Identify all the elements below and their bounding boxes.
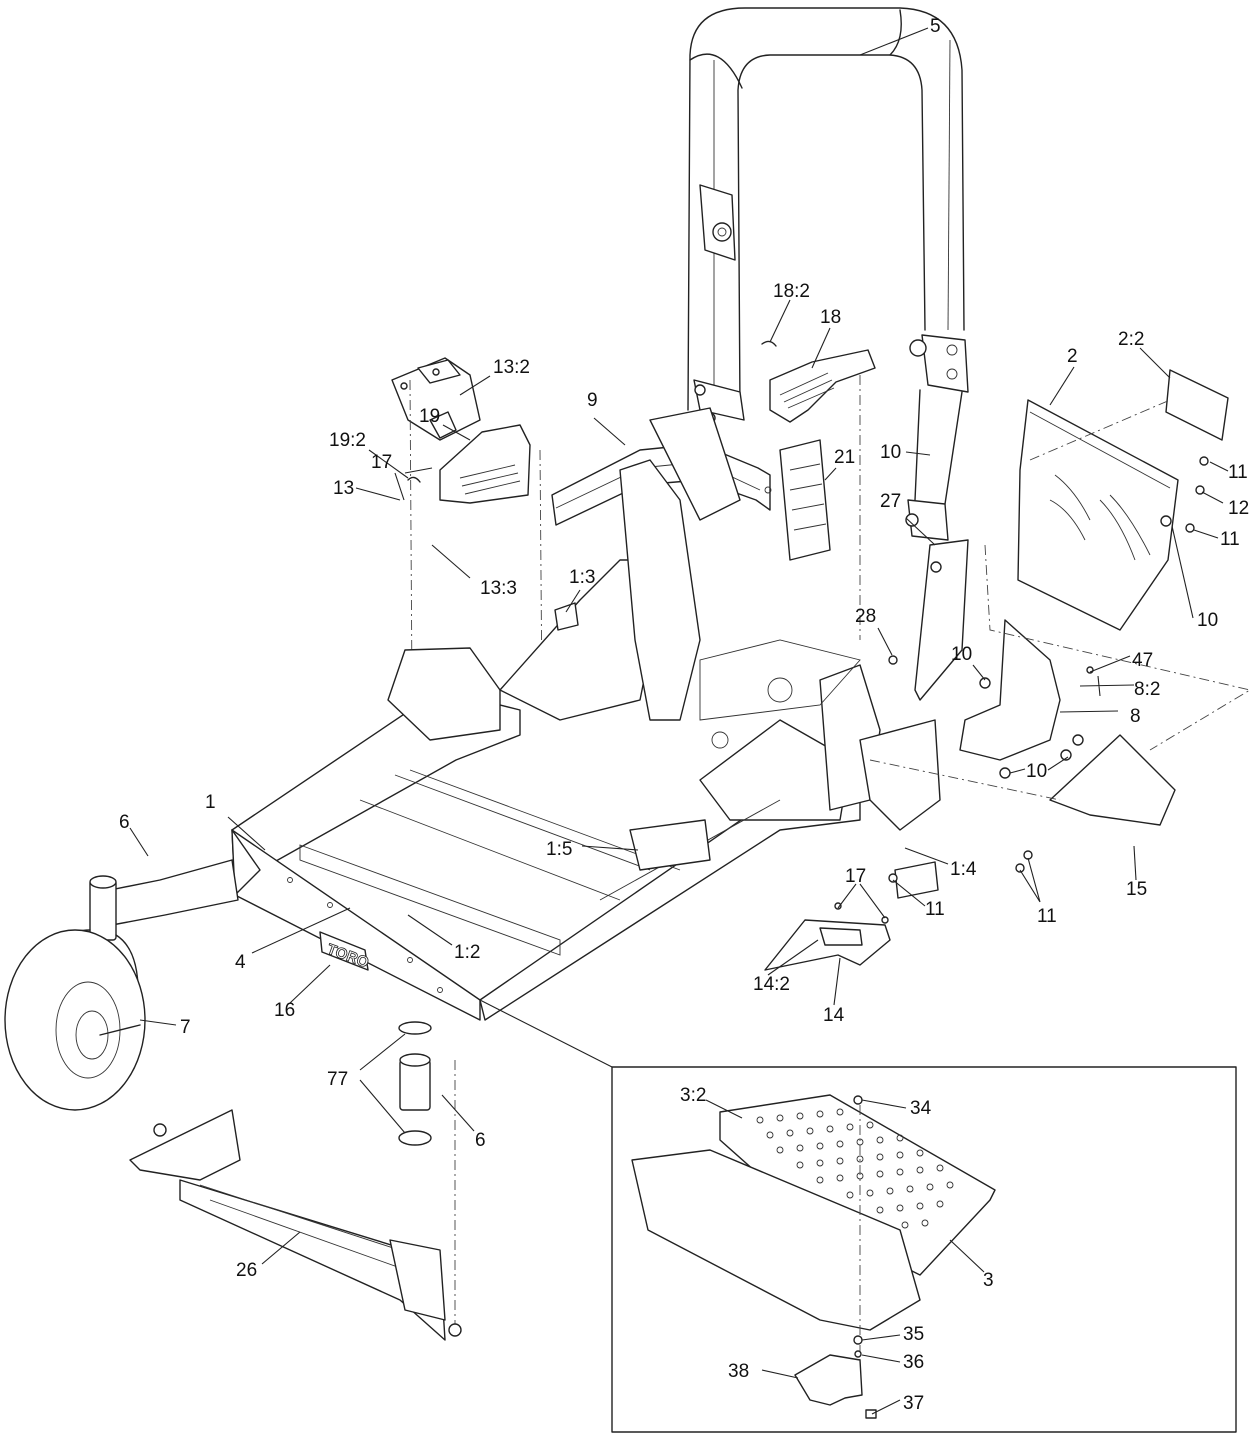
callout-8: 8 bbox=[1130, 706, 1141, 727]
callout-17-bottom: 17 bbox=[845, 866, 866, 887]
callout-26: 26 bbox=[236, 1260, 257, 1281]
callout-labels: 5 18:2 18 2 2:2 19 19:2 9 17 13:2 13 13:… bbox=[119, 16, 1249, 1414]
callout-9: 9 bbox=[587, 390, 598, 411]
bracket-13 bbox=[391, 357, 481, 691]
caster-assembly bbox=[4, 859, 456, 1330]
callout-8-2: 8:2 bbox=[1134, 679, 1160, 700]
callout-18: 18 bbox=[820, 307, 841, 328]
callout-10-c: 10 bbox=[1197, 610, 1218, 631]
callout-1-3: 1:3 bbox=[569, 567, 595, 588]
callout-13-3: 13:3 bbox=[480, 578, 517, 599]
callout-1-4: 1:4 bbox=[950, 859, 977, 880]
floor-plate-14 bbox=[764, 902, 891, 971]
detail-inset bbox=[479, 999, 1237, 1433]
side-panel-2 bbox=[1017, 369, 1229, 631]
callout-28: 28 bbox=[855, 606, 876, 627]
callout-11-d: 11 bbox=[1037, 906, 1057, 927]
callout-6-b: 6 bbox=[475, 1130, 486, 1151]
callout-15: 15 bbox=[1126, 879, 1147, 900]
callout-19: 19 bbox=[419, 406, 440, 427]
callout-11-c: 11 bbox=[925, 899, 945, 920]
callout-14-2: 14:2 bbox=[753, 974, 790, 995]
callout-21: 21 bbox=[834, 447, 855, 468]
callout-35: 35 bbox=[903, 1324, 924, 1345]
callout-34: 34 bbox=[910, 1098, 932, 1119]
callout-14: 14 bbox=[823, 1005, 845, 1026]
callout-36: 36 bbox=[903, 1352, 924, 1373]
callout-13-2: 13:2 bbox=[493, 357, 530, 378]
callout-19-2: 19:2 bbox=[329, 430, 366, 451]
callout-10-a: 10 bbox=[880, 442, 901, 463]
side-panel-18 bbox=[761, 340, 876, 640]
callout-11-a: 11 bbox=[1228, 462, 1248, 483]
callout-47: 47 bbox=[1132, 650, 1153, 671]
callout-1-5: 1:5 bbox=[546, 839, 572, 860]
callout-3-2: 3:2 bbox=[680, 1085, 706, 1106]
callout-5: 5 bbox=[930, 16, 941, 37]
side-panel-19 bbox=[407, 424, 543, 701]
callout-11-b: 11 bbox=[1220, 529, 1240, 550]
callout-7: 7 bbox=[180, 1017, 191, 1038]
callout-4: 4 bbox=[235, 952, 246, 973]
callout-12: 12 bbox=[1228, 498, 1249, 519]
callout-10-b: 10 bbox=[951, 644, 972, 665]
callout-18-2: 18:2 bbox=[773, 281, 810, 302]
callout-3: 3 bbox=[983, 1270, 994, 1291]
roll-bar bbox=[687, 7, 969, 541]
callout-1-2: 1:2 bbox=[454, 942, 480, 963]
callout-2-2: 2:2 bbox=[1118, 329, 1144, 350]
main-frame bbox=[231, 407, 941, 1021]
callout-37: 37 bbox=[903, 1393, 924, 1414]
callout-6-a: 6 bbox=[119, 812, 130, 833]
callout-16: 16 bbox=[274, 1000, 295, 1021]
callout-77: 77 bbox=[327, 1069, 348, 1090]
callout-10-d: 10 bbox=[1026, 761, 1047, 782]
callout-1: 1 bbox=[205, 792, 216, 813]
leader-lines bbox=[129, 27, 1229, 1415]
callout-2: 2 bbox=[1067, 346, 1078, 367]
callout-13: 13 bbox=[333, 478, 354, 499]
callout-17-top: 17 bbox=[371, 452, 392, 473]
callout-27: 27 bbox=[880, 491, 901, 512]
deck-hanger-26 bbox=[129, 1109, 462, 1341]
callout-38: 38 bbox=[728, 1361, 749, 1382]
rear-components bbox=[779, 439, 1252, 883]
